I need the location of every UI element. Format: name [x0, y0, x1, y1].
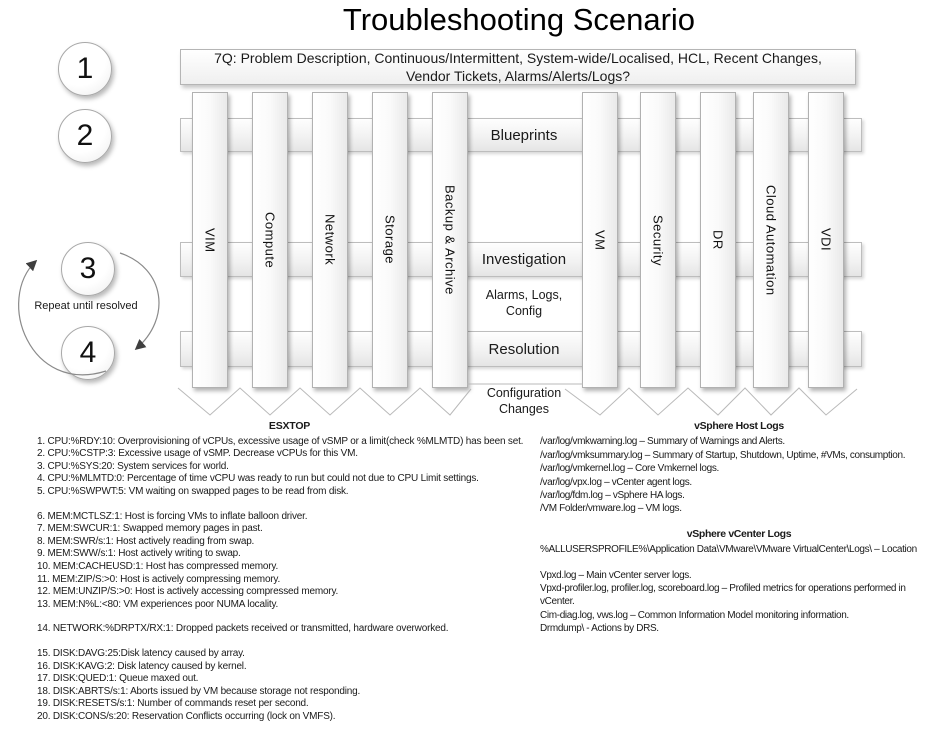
host-log-item: /VM Folder/vmware.log – VM logs.	[540, 503, 682, 515]
vcenter-logs-group: Vpxd.log – Main vCenter server logs. Vpx…	[540, 569, 938, 636]
vcenter-logs-heading: vSphere vCenter Logs	[686, 527, 792, 540]
pillar-vdi-label: VDI	[818, 228, 834, 252]
repeat-until-resolved-label: Repeat until resolved	[34, 300, 138, 312]
vcenter-log-item: Drmdump\ - Actions by DRS.	[540, 623, 659, 635]
esxtop-item: 18. DISK:ABRTS/s:1: Aborts issued by VM …	[37, 685, 361, 697]
host-log-item: /var/log/vmkwarning.log – Summary of War…	[540, 436, 785, 448]
esxtop-heading: ESXTOP	[268, 420, 311, 432]
pillar-vim: VIM	[192, 92, 228, 388]
step-1-number: 1	[76, 52, 94, 85]
pillar-security: Security	[640, 92, 676, 388]
esxtop-item: 10. MEM:CACHEUSD:1: Host has compressed …	[37, 560, 279, 572]
host-log-item: /var/log/vpx.log – vCenter agent logs.	[540, 476, 692, 488]
band-resolution	[180, 331, 862, 367]
esxtop-item: 17. DISK:QUED:1: Queue maxed out.	[37, 673, 199, 685]
step-2-number: 2	[76, 119, 94, 152]
vcenter-log-item: Cim-diag.log, vws.log – Common Informati…	[540, 609, 849, 621]
pillar-dr: DR	[700, 92, 736, 388]
step-4-number: 4	[79, 336, 97, 369]
esxtop-disk-group: 15. DISK:DAVG:25:Disk latency caused by …	[37, 648, 542, 724]
esxtop-mem-group: 6. MEM:MCTLSZ:1: Host is forcing VMs to …	[37, 511, 542, 612]
host-logs-heading: vSphere Host Logs	[694, 420, 784, 432]
question-box-text: 7Q: Problem Description, Continuous/Inte…	[214, 50, 822, 84]
pillar-security-label: Security	[650, 214, 666, 266]
esxtop-item: 2. CPU:%CSTP:3: Excessive usage of vSMP.…	[37, 448, 358, 460]
esxtop-network-group: 14. NETWORK:%DRPTX/RX:1: Dropped packets…	[37, 623, 542, 636]
vcenter-log-item: Vpxd-profiler.log, profiler.log, scorebo…	[540, 583, 906, 608]
phase-label-investigation: Investigation	[481, 251, 567, 268]
pillar-backup-archive: Backup & Archive	[432, 92, 468, 388]
pillar-storage-label: Storage	[382, 215, 398, 265]
esxtop-item: 19. DISK:RESETS/s:1: Number of commands …	[37, 698, 309, 710]
esxtop-item: 20. DISK:CONS/s:20: Reservation Conflict…	[37, 710, 336, 722]
host-log-item: /var/log/vmksummary.log – Summary of Sta…	[540, 449, 906, 461]
pillar-vm-label: VM	[592, 229, 608, 251]
pillar-network: Network	[312, 92, 348, 388]
pillar-vdi: VDI	[808, 92, 844, 388]
host-log-item: /var/log/fdm.log – vSphere HA logs.	[540, 490, 685, 502]
band-blueprints	[180, 118, 862, 152]
esxtop-item: 3. CPU:%SYS:20: System services for worl…	[37, 460, 229, 472]
pillar-cloud-automation-label: Cloud Automation	[763, 184, 779, 296]
phase-label-configuration-changes: Configuration Changes	[486, 386, 562, 416]
phase-label-blueprints: Blueprints	[490, 126, 558, 144]
esxtop-item: 6. MEM:MCTLSZ:1: Host is forcing VMs to …	[37, 510, 308, 522]
esxtop-item: 1. CPU:%RDY:10: Overprovisioning of vCPU…	[37, 435, 524, 447]
esxtop-item: 13. MEM:N%L:<80: VM experiences poor NUM…	[37, 598, 279, 610]
vcenter-logs-location: %ALLUSERSPROFILE%\Application Data\VMwar…	[540, 544, 917, 556]
step-circle-2: 2	[58, 109, 112, 163]
vcenter-log-item: Vpxd.log – Main vCenter server logs.	[540, 569, 692, 581]
esxtop-item: 15. DISK:DAVG:25:Disk latency caused by …	[37, 647, 245, 659]
step-circle-4: 4	[61, 326, 115, 380]
pillar-vm: VM	[582, 92, 618, 388]
chevrons-right-icon	[564, 387, 858, 416]
esxtop-item: 4. CPU:%MLMTD:0: Percentage of time vCPU…	[37, 473, 479, 485]
pillar-network-label: Network	[322, 214, 338, 266]
esxtop-item: 16. DISK:KAVG:2: Disk latency caused by …	[37, 660, 247, 672]
esxtop-item: 12. MEM:UNZIP/S:>0: Host is actively acc…	[37, 586, 339, 598]
band-investigation	[180, 242, 862, 277]
step-3-number: 3	[79, 252, 97, 285]
esxtop-item: 8. MEM:SWR/s:1: Host actively reading fr…	[37, 535, 255, 547]
chevrons-left-icon	[177, 387, 472, 416]
esxtop-item: 9. MEM:SWW/s:1: Host actively writing to…	[37, 548, 241, 560]
esxtop-item: 14. NETWORK:%DRPTX/RX:1: Dropped packets…	[37, 623, 449, 635]
host-log-item: /var/log/vmkernel.log – Core Vmkernel lo…	[540, 463, 719, 475]
esxtop-item: 5. CPU:%SWPWT:5: VM waiting on swapped p…	[37, 485, 349, 497]
step-circle-3: 3	[61, 242, 115, 296]
pillar-compute-label: Compute	[262, 211, 278, 269]
vsphere-logs-notes: vSphere Host Logs /var/log/vmkwarning.lo…	[540, 420, 938, 636]
pillar-cloud-automation: Cloud Automation	[753, 92, 789, 388]
host-logs-group: /var/log/vmkwarning.log – Summary of War…	[540, 435, 938, 515]
pillar-storage: Storage	[372, 92, 408, 388]
phase-label-alarms-logs-config: Alarms, Logs, Config	[485, 288, 563, 318]
pillar-backup-archive-label: Backup & Archive	[442, 185, 458, 295]
page-title: Troubleshooting Scenario	[342, 2, 696, 37]
pillar-compute: Compute	[252, 92, 288, 388]
esxtop-cpu-group: 1. CPU:%RDY:10: Overprovisioning of vCPU…	[37, 436, 542, 499]
pillar-dr-label: DR	[710, 230, 726, 250]
question-box: 7Q: Problem Description, Continuous/Inte…	[180, 49, 856, 85]
esxtop-item: 7. MEM:SWCUR:1: Swapped memory pages in …	[37, 523, 263, 535]
pillar-vim-label: VIM	[202, 227, 218, 253]
step-circle-1: 1	[58, 42, 112, 96]
phase-label-resolution: Resolution	[488, 340, 560, 358]
esxtop-notes: ESXTOP 1. CPU:%RDY:10: Overprovisioning …	[37, 420, 542, 723]
esxtop-item: 11. MEM:ZIP/S:>0: Host is actively compr…	[37, 573, 281, 585]
